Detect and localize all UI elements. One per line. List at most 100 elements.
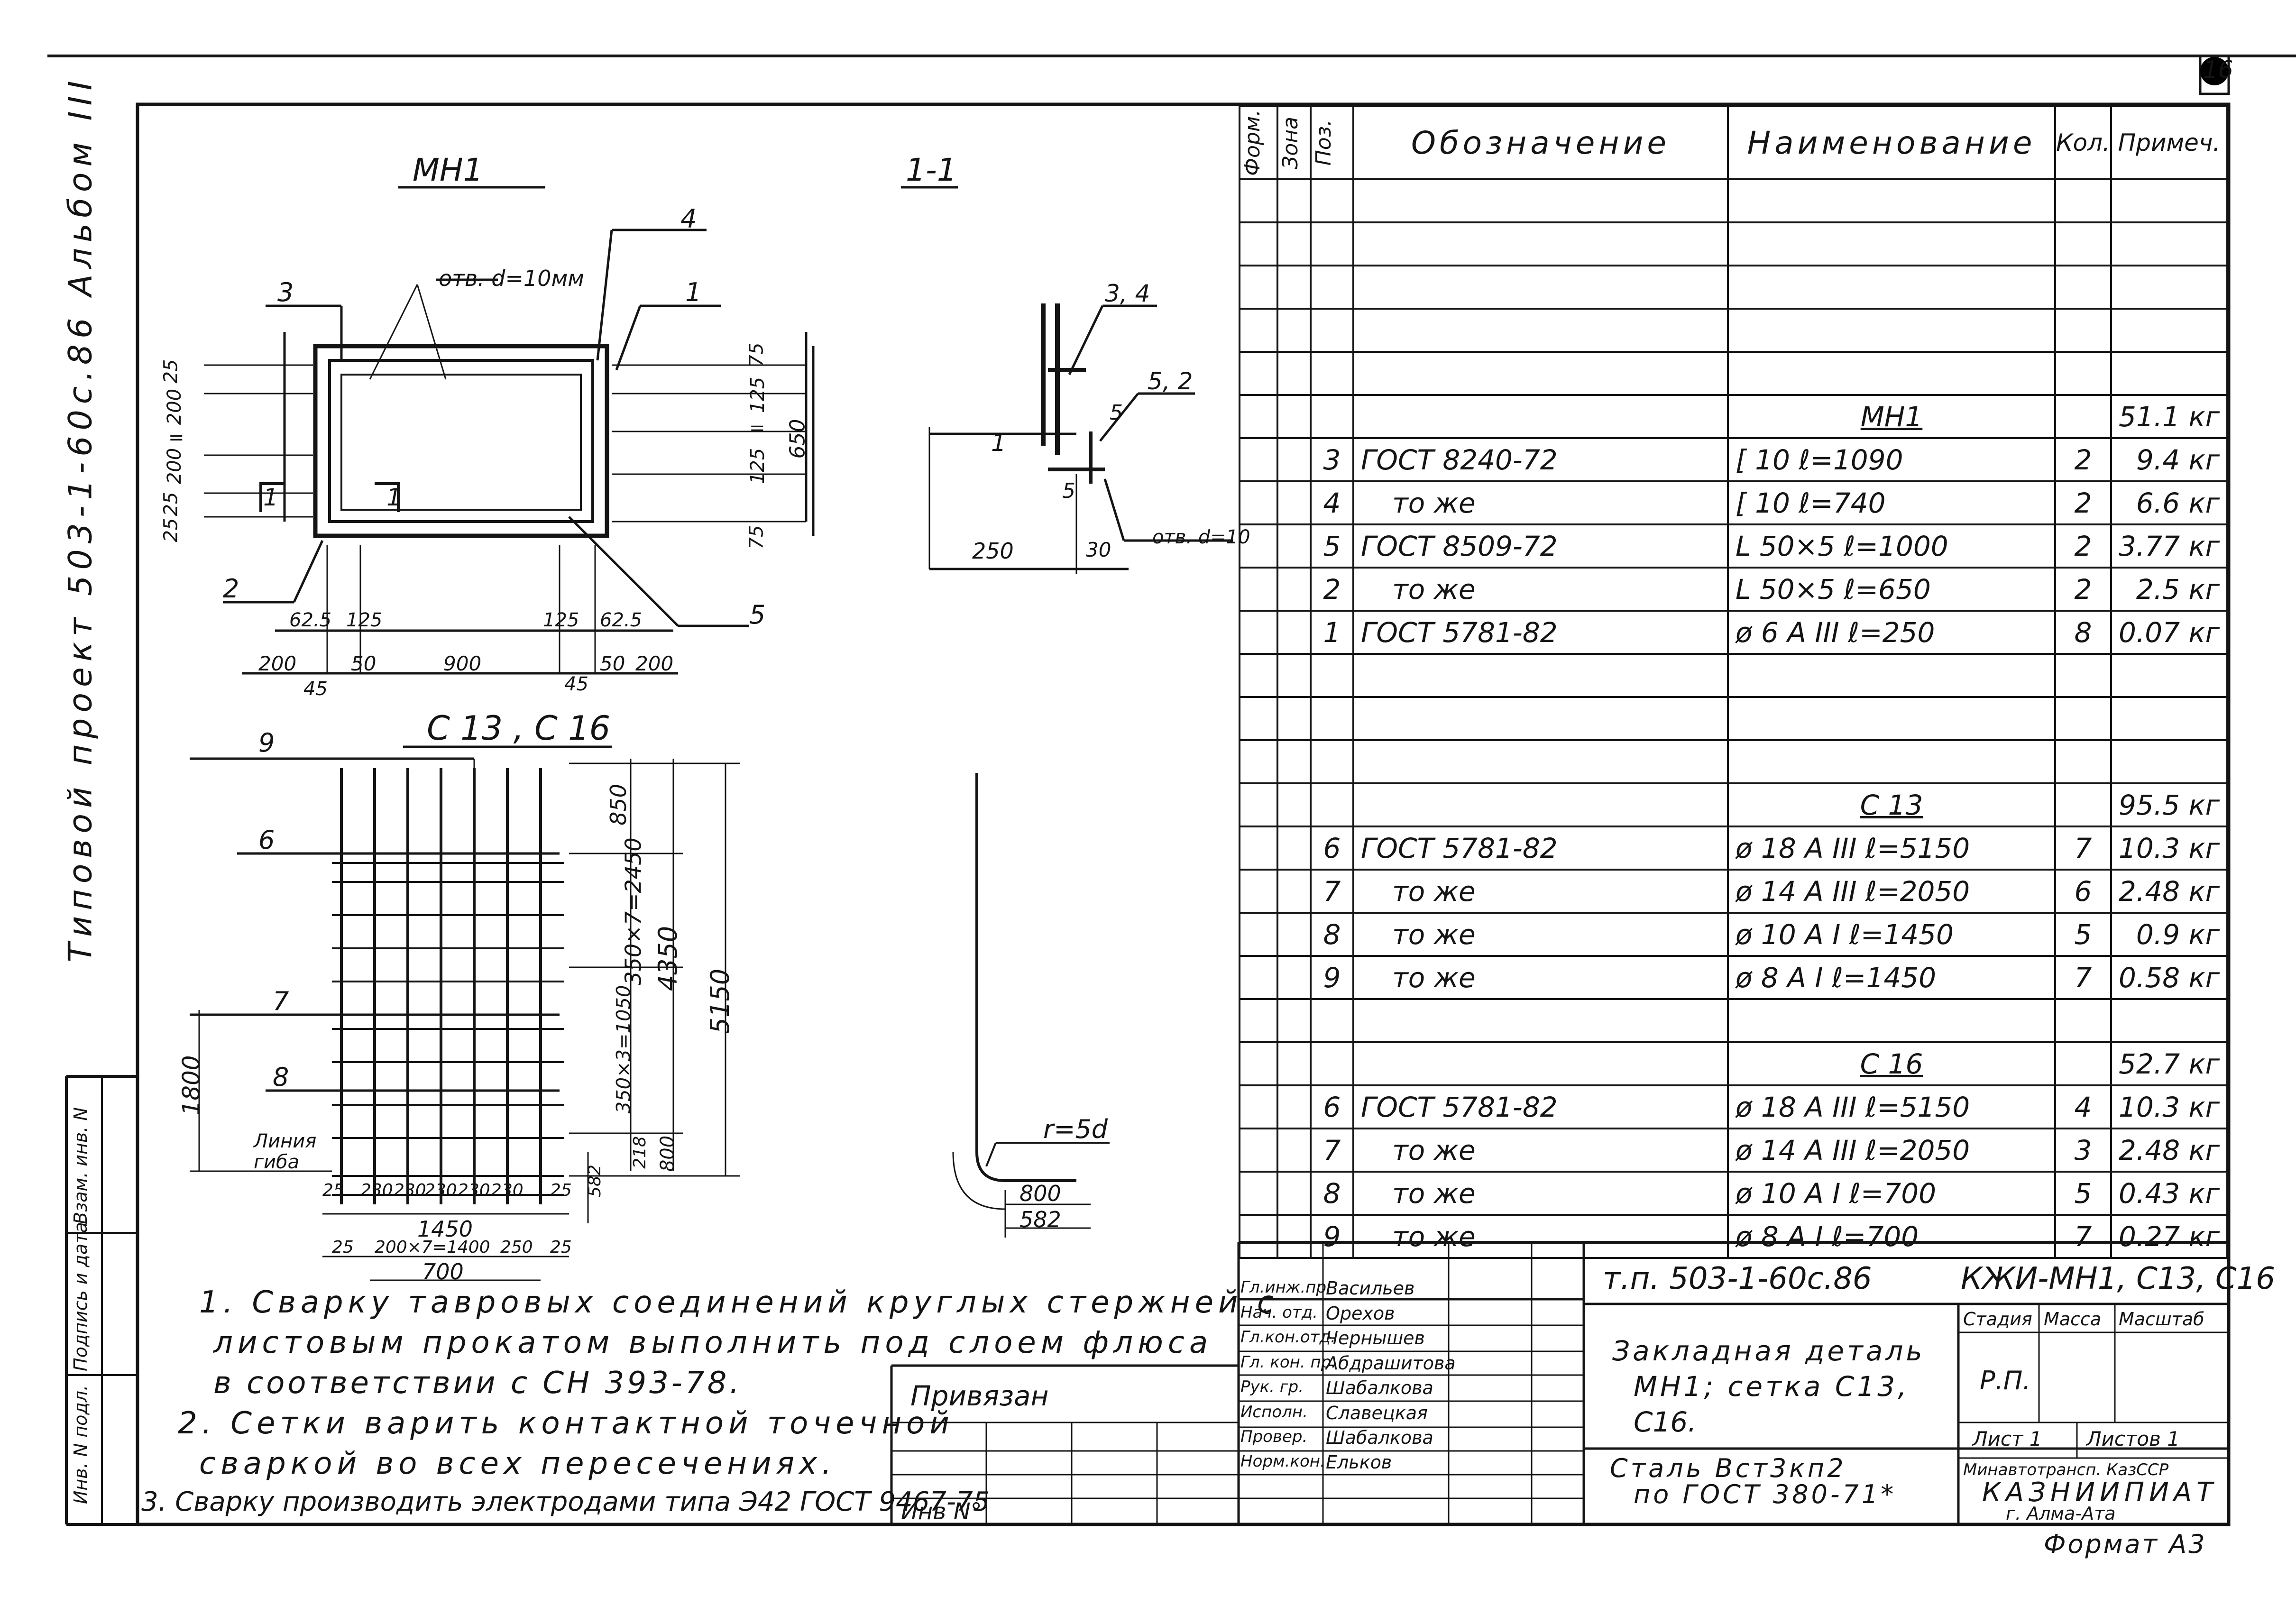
- spec-cell-name: ø 18 А III ℓ=5150: [1727, 1084, 2056, 1129]
- spec-cell-pos: [1310, 308, 1354, 353]
- title-block-grid: [890, 1241, 2229, 1524]
- spec-cell-qty: [2054, 178, 2112, 223]
- spec-cell-zone: [1277, 308, 1312, 353]
- spec-cell-designation: ГОСТ 5781-82: [1352, 826, 1729, 871]
- section-1-1-view: [901, 186, 1233, 574]
- tb-sheets: Листов 1: [2086, 1427, 2180, 1450]
- spec-cell-name: [1727, 696, 2056, 741]
- spec-cell-pos: [1310, 739, 1354, 784]
- spec-cell-designation: [1352, 782, 1729, 827]
- spec-cell-designation: [1352, 394, 1729, 439]
- spec-header-format: Форм.: [1239, 105, 1278, 180]
- mn1-left-dim-6: 25: [160, 518, 182, 542]
- spec-cell-qty: 8: [2054, 610, 2112, 655]
- mn1-pos-4: 4: [680, 204, 697, 234]
- spec-cell-qty: [2054, 351, 2112, 396]
- mn1-section-mark-right: 1: [386, 484, 402, 511]
- spec-cell-pos: [1310, 351, 1354, 396]
- spec-cell-name: L 50×5 ℓ=1000: [1727, 523, 2056, 569]
- mesh-bottom-2-d: 25: [550, 1238, 572, 1257]
- spec-cell-qty: 7: [2054, 955, 2112, 1000]
- spec-cell-format: [1239, 1214, 1278, 1259]
- spec-cell-format: [1239, 523, 1278, 569]
- spec-cell-designation: ГОСТ 8240-72: [1352, 437, 1729, 482]
- spec-cell-note: 0.43 кг: [2110, 1171, 2229, 1216]
- spec-cell-qty: 5: [2054, 1171, 2112, 1216]
- spec-cell-format: [1239, 955, 1278, 1000]
- mn1-left-dim-4: 200: [164, 448, 186, 485]
- spec-cell-pos: 4: [1310, 480, 1354, 525]
- spec-cell-format: [1239, 351, 1278, 396]
- spec-cell-note: [2110, 696, 2229, 741]
- tb-description-1: Закладная деталь: [1612, 1335, 1925, 1367]
- spec-cell-note: 10.3 кг: [2110, 826, 2229, 871]
- spec-cell-designation: ГОСТ 5781-82: [1352, 610, 1729, 655]
- tb-person-name: Чернышев: [1326, 1328, 1425, 1349]
- tb-role: Гл.инж.пр.: [1240, 1278, 1332, 1297]
- spec-cell-pos: 9: [1310, 955, 1354, 1000]
- spec-row: [1239, 351, 2229, 396]
- spec-row: [1239, 308, 2229, 353]
- mesh-right-dim-1: 850: [605, 784, 631, 826]
- spec-cell-format: [1239, 1084, 1278, 1129]
- note-line-3: в соответствии с СН 393-78.: [213, 1366, 742, 1401]
- spec-cell-qty: 7: [2054, 826, 2112, 871]
- section-edge: 30: [1086, 538, 1111, 561]
- mesh-total: 5150: [705, 968, 735, 1034]
- spec-cell-note: 0.58 кг: [2110, 955, 2229, 1000]
- spec-header-designation: Обозначение: [1352, 105, 1729, 180]
- spec-cell-qty: [2054, 221, 2112, 266]
- spec-header-name: Наименование: [1727, 105, 2056, 180]
- spec-header-pos: Поз.: [1310, 105, 1354, 180]
- spec-cell-qty: 3: [2054, 1128, 2112, 1173]
- mesh-bend-dim-2: 582: [1019, 1207, 1061, 1232]
- spec-cell-name: С 16: [1727, 1041, 2056, 1086]
- spec-cell-zone: [1277, 437, 1312, 482]
- spec-cell-format: [1239, 567, 1278, 612]
- mn1-right-dim-1: 75: [745, 342, 768, 367]
- mn1-left-dim-5: 25: [160, 492, 182, 516]
- spec-row: [1239, 998, 2229, 1043]
- mesh-bend-dim-1: 800: [1019, 1181, 1061, 1206]
- tb-person-name: Орехов: [1326, 1303, 1395, 1324]
- mesh-pos-8: 8: [273, 1062, 289, 1092]
- spec-cell-pos: 7: [1310, 1128, 1354, 1173]
- spec-cell-zone: [1277, 1171, 1312, 1216]
- mn1-plan-view: [204, 186, 815, 675]
- spec-header-row: Форм. Зона Поз. Обозначение Наименование…: [1239, 105, 2229, 180]
- mesh-pos-6: 6: [258, 825, 275, 855]
- mesh-bottom-2-c: 250: [500, 1238, 533, 1257]
- spec-cell-format: [1239, 1171, 1278, 1216]
- mesh-bottom-spacing-2: 230: [360, 1181, 393, 1200]
- mn1-bottom-1-b: 125: [346, 609, 383, 631]
- specification-table: Форм. Зона Поз. Обозначение Наименование…: [1239, 105, 2229, 1259]
- spec-cell-designation: то же: [1352, 912, 1729, 957]
- spec-cell-designation: [1352, 696, 1729, 741]
- spec-cell-pos: 8: [1310, 1171, 1354, 1216]
- spec-cell-note: 95.5 кг: [2110, 782, 2229, 827]
- spec-cell-name: ø 10 А I ℓ=700: [1727, 1171, 2056, 1216]
- mn1-bottom-3-a: 45: [303, 678, 328, 700]
- spec-cell-note: [2110, 178, 2229, 223]
- section-pos-5a: 5: [1110, 401, 1123, 425]
- mn1-left-dim-3: =: [168, 427, 184, 449]
- spec-cell-qty: [2054, 998, 2112, 1043]
- mesh-width-upper: 1450: [417, 1216, 473, 1242]
- mesh-right-dim-4: 218: [630, 1136, 650, 1169]
- binding-inv: Инв N°: [901, 1498, 982, 1525]
- spec-cell-format: [1239, 265, 1278, 310]
- spec-row: [1239, 696, 2229, 741]
- mesh-right-dim-5: 800: [657, 1135, 679, 1172]
- tb-document-code: КЖИ-МН1, С13, С16: [1961, 1261, 2276, 1296]
- tb-project-code: т.п. 503-1-60с.86: [1603, 1261, 1872, 1296]
- spec-cell-format: [1239, 826, 1278, 871]
